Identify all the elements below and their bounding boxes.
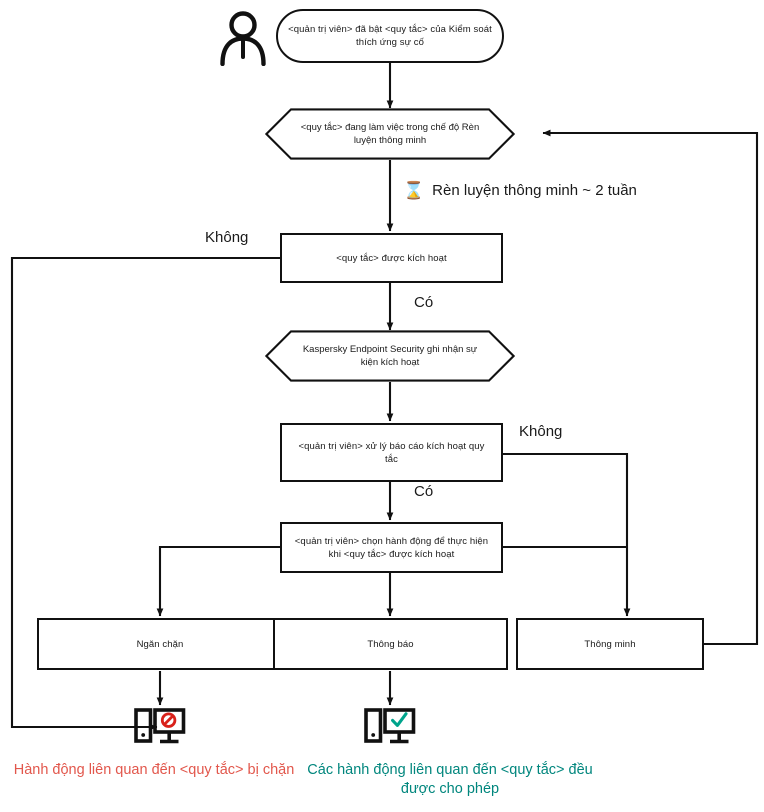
edge-label-activated-yes: Có (414, 294, 434, 311)
hexagon-shape (265, 330, 515, 382)
node-smart: Thông minh (516, 618, 704, 670)
computer-blocked-icon (134, 706, 186, 750)
node-smart-training-label: <quy tắc> đang làm việc trong chế độ Rèn… (300, 122, 480, 146)
caption-blocked: Hành động liên quan đến <quy tắc> bị chặ… (13, 762, 295, 778)
smart-training-duration: ⌛ Rèn luyện thông minh ~ 2 tuần (403, 182, 637, 199)
hexagon-shape (265, 108, 515, 160)
caption-allowed: Các hành động liên quan đến <quy tắc> đề… (307, 762, 593, 797)
person-icon (216, 8, 270, 67)
edge-report-no (503, 452, 631, 617)
node-admin-choose-label: <quản trị viên> chọn hành động để thực h… (294, 535, 489, 560)
edge-choose-to-block (156, 545, 280, 617)
node-start: <quản trị viên> đã bật <quy tắc> của Kiể… (276, 9, 504, 63)
node-block-label: Ngăn chặn (136, 638, 184, 650)
node-rule-activated: <quy tắc> được kích hoạt (280, 233, 503, 283)
edge-label-report-yes: Có (414, 483, 434, 500)
computer-allowed-icon (364, 706, 416, 750)
node-admin-report: <quản trị viên> xử lý báo cáo kích hoạt … (280, 423, 503, 482)
edge-smart-loopback (542, 129, 759, 646)
edge-label-activated-no: Không (205, 229, 249, 246)
smart-training-duration-label: Rèn luyện thông minh ~ 2 tuần (432, 182, 637, 199)
node-kes-event: Kaspersky Endpoint Security ghi nhận sự … (265, 330, 515, 382)
node-block: Ngăn chặn (37, 618, 283, 670)
node-smart-label: Thông minh (584, 638, 636, 650)
node-rule-activated-label: <quy tắc> được kích hoạt (336, 252, 447, 264)
hourglass-icon: ⌛ (403, 181, 425, 200)
node-notify-label: Thông báo (367, 638, 414, 650)
node-smart-training: <quy tắc> đang làm việc trong chế độ Rèn… (265, 108, 515, 160)
node-notify: Thông báo (273, 618, 508, 670)
node-start-label: <quản trị viên> đã bật <quy tắc> của Kiể… (288, 24, 492, 48)
node-admin-choose: <quản trị viên> chọn hành động để thực h… (280, 522, 503, 573)
node-kes-event-label: Kaspersky Endpoint Security ghi nhận sự … (302, 344, 478, 368)
node-admin-report-label: <quản trị viên> xử lý báo cáo kích hoạt … (298, 440, 485, 465)
edge-label-report-no: Không (519, 423, 563, 440)
